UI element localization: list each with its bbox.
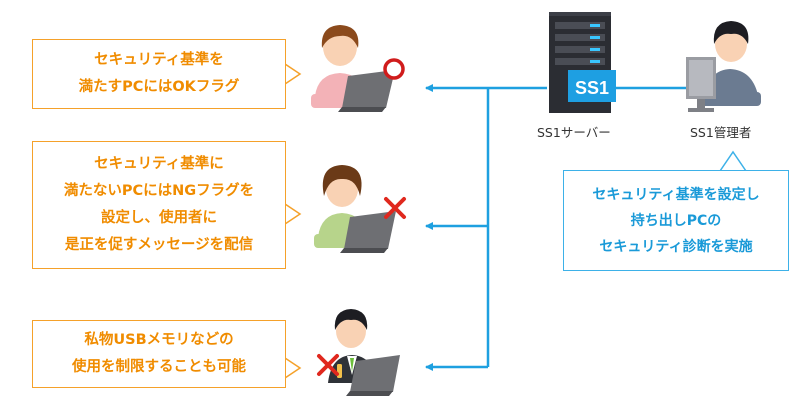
callout-usb-tail <box>284 357 302 379</box>
cross-restrict-icon <box>317 354 339 376</box>
callout-ng-tail <box>284 203 302 225</box>
callout-ok-flag: セキュリティ基準を 満たすPCにはOKフラグ <box>32 39 286 109</box>
callout-ng-line-2: 満たないPCにはNGフラグを <box>63 183 255 199</box>
admin-figure <box>686 21 761 112</box>
callout-ng-line-3: 設定し、使用者に <box>101 210 217 226</box>
server-badge <box>568 70 616 102</box>
user-ok-figure <box>311 25 395 112</box>
server-badge-text: SS1 <box>575 78 609 98</box>
callout-ok-tail <box>284 63 302 85</box>
connector-lines <box>425 84 700 371</box>
callout-ng-line-1: セキュリティ基準に <box>94 156 224 172</box>
callout-ok-line-1: セキュリティ基準を <box>94 52 224 68</box>
user-ng-figure <box>314 165 396 253</box>
server-label: SS1サーバー <box>537 125 611 140</box>
callout-usb-line-1: 私物USBメモリなどの <box>84 332 234 348</box>
callout-admin-tail <box>719 150 747 172</box>
callout-ng-line-4: 是正を促すメッセージを配信 <box>64 237 254 253</box>
admin-label: SS1管理者 <box>690 125 752 140</box>
callout-admin-line-3: セキュリティ診断を実施 <box>599 238 753 255</box>
cross-ng-icon <box>384 197 406 219</box>
callout-usb-line-2: 使用を制限することも可能 <box>72 359 246 375</box>
callout-admin-line-1: セキュリティ基準を設定し <box>592 186 760 203</box>
circle-ok-icon <box>383 58 405 80</box>
server-icon: SS1 <box>549 12 616 113</box>
callout-ok-line-2: 満たすPCにはOKフラグ <box>78 79 240 95</box>
callout-admin-diagnosis: セキュリティ基準を設定し 持ち出しPCの セキュリティ診断を実施 <box>563 170 789 271</box>
callout-admin-line-2: 持ち出しPCの <box>630 212 722 229</box>
user-usb-figure <box>328 309 400 396</box>
callout-usb-restrict: 私物USBメモリなどの 使用を制限することも可能 <box>32 320 286 388</box>
callout-ng-flag: セキュリティ基準に 満たないPCにはNGフラグを 設定し、使用者に 是正を促すメ… <box>32 141 286 269</box>
